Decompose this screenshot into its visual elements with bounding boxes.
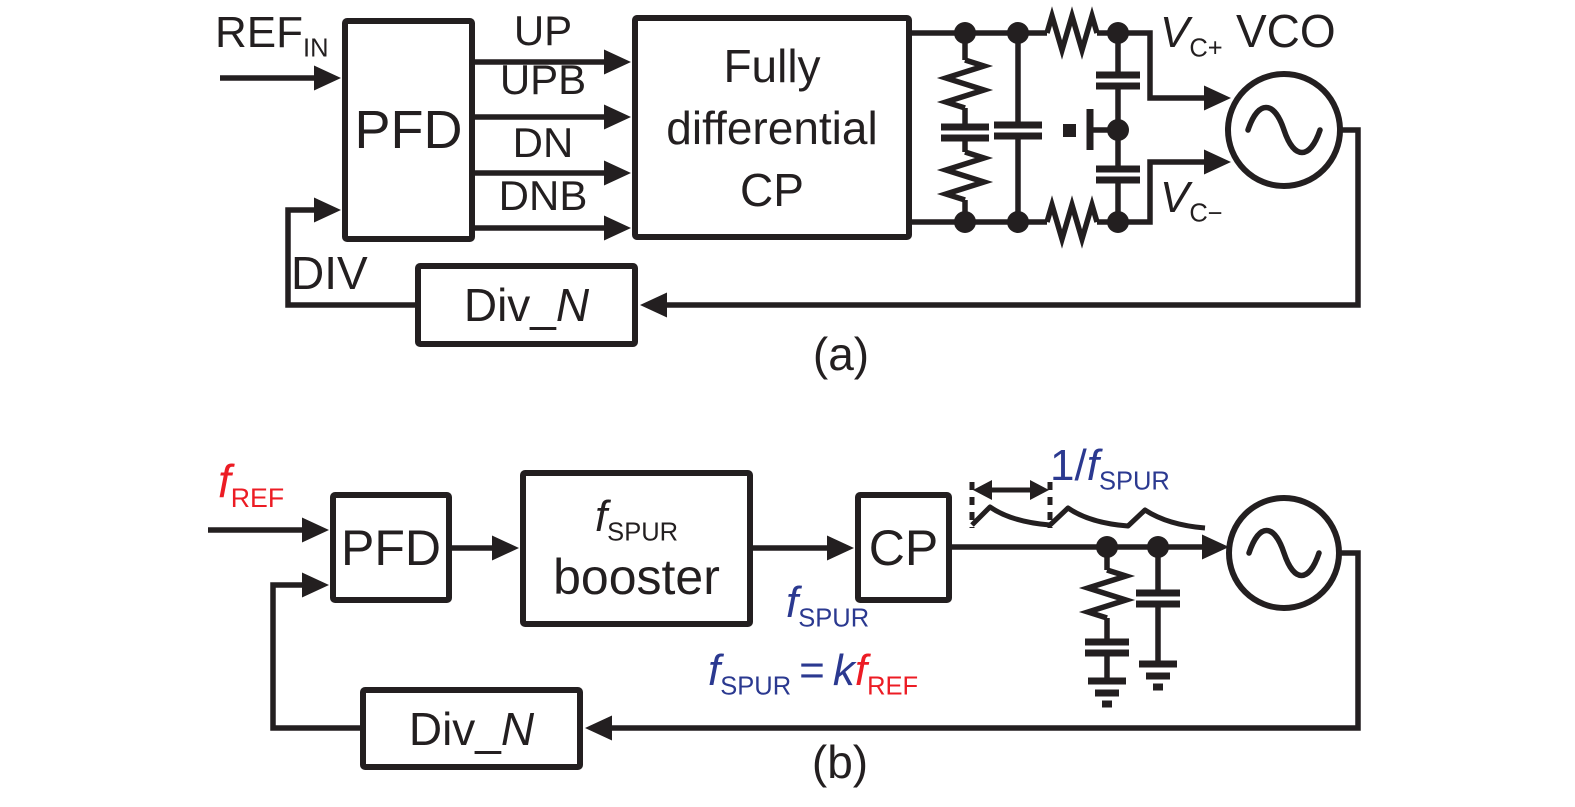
bottom-rail-resistor	[1044, 195, 1100, 249]
refin-label: REFIN	[215, 8, 329, 63]
arrowhead	[585, 715, 612, 741]
pfd-block-a: PFD	[342, 18, 475, 242]
arrowhead	[1204, 85, 1231, 111]
junction-dot	[1107, 22, 1129, 44]
vc-plus-label: VC+	[1160, 8, 1223, 63]
arrowhead	[302, 517, 329, 543]
junction-dot	[954, 22, 976, 44]
arrowhead	[604, 104, 631, 130]
div-feedback-wire-a	[285, 207, 415, 308]
pfd-label-b: PFD	[341, 519, 441, 576]
arrowhead	[314, 197, 341, 223]
spur-booster-block: fSPUR booster	[520, 470, 753, 627]
arrowhead	[492, 535, 519, 561]
div-feedback-wire-b	[270, 582, 360, 731]
fref-input-label: fREF	[218, 455, 285, 514]
charge-pump-block-b: CP	[855, 492, 952, 603]
pfd-block-b: PFD	[330, 492, 452, 603]
junction-dot	[1147, 536, 1169, 558]
divider-block-a: Div_N	[415, 263, 638, 347]
caption-b: (b)	[811, 736, 869, 788]
divider-label-a: Div_N	[463, 279, 590, 331]
caption-a: (a)	[812, 328, 870, 380]
branch1-resistor-top	[936, 57, 994, 111]
arrowhead	[827, 535, 854, 561]
divider-label-b: Div_N	[408, 702, 535, 755]
arrowhead	[1202, 534, 1229, 560]
junction-dot	[1096, 536, 1118, 558]
pfd-label-a: PFD	[354, 100, 463, 160]
arrowhead	[314, 65, 341, 91]
bias-dot-symbol	[1063, 124, 1076, 137]
booster-fspur-label: fSPUR	[594, 491, 679, 547]
spur-period-label: 1/fSPUR	[1050, 441, 1170, 496]
cp-line1: Fully	[723, 39, 821, 92]
arrowhead	[604, 215, 631, 241]
branch1-resistor-bottom	[936, 149, 994, 203]
arrowhead	[604, 160, 631, 186]
junction-dot	[1007, 211, 1029, 233]
panel-b-wires	[208, 480, 1361, 741]
vco-sine-b	[1246, 528, 1322, 578]
vco-output-wire-b	[610, 550, 1361, 731]
ripple-waveform	[970, 504, 1206, 531]
arrowhead	[604, 49, 631, 75]
top-rail-resistor	[1044, 6, 1100, 60]
dn-signal-label: DN	[512, 119, 574, 166]
cp-label-b: CP	[868, 519, 939, 576]
panel-a-wires	[220, 6, 1361, 318]
arrowhead	[302, 572, 329, 598]
cp-line2: differential	[666, 101, 878, 154]
spur-equation: fSPUR=kfREF	[708, 646, 919, 701]
vc-minus-label: VC−	[1160, 173, 1223, 228]
rc-branch-resistor	[1078, 567, 1136, 621]
junction-dot	[1007, 22, 1029, 44]
arrowhead	[973, 480, 992, 500]
arrowhead	[1030, 480, 1049, 500]
junction-dot	[954, 211, 976, 233]
arrowhead	[1204, 149, 1231, 175]
vco-sine-a	[1245, 105, 1323, 155]
charge-pump-block-a: Fully differential CP	[632, 15, 912, 240]
dnb-signal-label: DNB	[498, 172, 588, 219]
junction-dot	[1107, 211, 1129, 233]
vco-label-a: VCO	[1236, 5, 1336, 57]
div-signal-label: DIV	[291, 247, 368, 299]
cp-line3: CP	[740, 163, 804, 216]
upb-signal-label: UPB	[499, 56, 587, 103]
arrowhead	[640, 292, 667, 318]
divider-block-b: Div_N	[360, 687, 583, 770]
up-signal-label: UP	[513, 7, 573, 54]
booster-word-label: booster	[553, 549, 720, 606]
junction-dot	[1107, 119, 1129, 141]
fspur-label: fSPUR	[786, 578, 870, 633]
vco-output-wire-a	[665, 127, 1361, 308]
